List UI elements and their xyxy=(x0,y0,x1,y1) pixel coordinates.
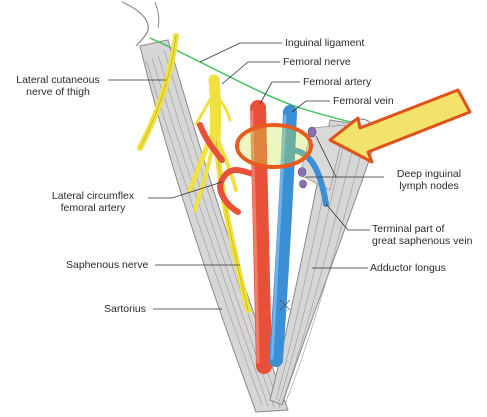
label-terminal-great-saphenous-vein: Terminal part of great saphenous vein xyxy=(372,223,472,247)
label-lateral-cutaneous-line2: nerve of thigh xyxy=(26,86,90,98)
label-femoral-vein: Femoral vein xyxy=(333,95,394,107)
label-deep-inguinal-line1: Deep inguinal xyxy=(396,168,462,180)
label-sartorius: Sartorius xyxy=(104,303,147,315)
sartorius-muscle xyxy=(139,39,289,413)
femoral-artery-vessel xyxy=(250,100,272,374)
label-adductor-longus: Adductor longus xyxy=(370,262,446,274)
label-terminal-great-saphenous-line2: great saphenous vein xyxy=(372,235,473,247)
adductor-longus-muscle xyxy=(269,119,381,406)
great-saphenous-vein xyxy=(289,147,329,207)
lateral-circumflex-artery xyxy=(217,167,259,215)
label-deep-inguinal-line2: lymph nodes xyxy=(399,180,459,192)
label-terminal-great-saphenous-line1: Terminal part of xyxy=(372,223,445,235)
label-saphenous-nerve: Saphenous nerve xyxy=(66,259,149,271)
label-femoral-nerve: Femoral nerve xyxy=(283,56,351,68)
label-femoral-artery: Femoral artery xyxy=(303,76,372,88)
label-deep-inguinal-lymph-nodes: Deep inguinal lymph nodes xyxy=(386,168,472,192)
femoral-vein-vessel xyxy=(269,105,297,367)
label-lateral-circumflex-line2: femoral artery xyxy=(60,202,126,214)
lymph-nodes xyxy=(297,126,317,189)
label-lateral-circumflex-femoral-artery: Lateral circumflex femoral artery xyxy=(40,190,146,214)
label-lateral-cutaneous-line1: Lateral cutaneous xyxy=(16,74,100,86)
label-lateral-circumflex-line1: Lateral circumflex xyxy=(51,190,135,202)
label-inguinal-ligament: Inguinal ligament xyxy=(285,37,365,49)
inguinal-ligament-line xyxy=(149,37,361,125)
highlight-ring xyxy=(235,123,313,169)
pointer-arrow xyxy=(328,88,472,164)
label-lateral-cutaneous-nerve: Lateral cutaneous nerve of thigh xyxy=(10,74,106,98)
